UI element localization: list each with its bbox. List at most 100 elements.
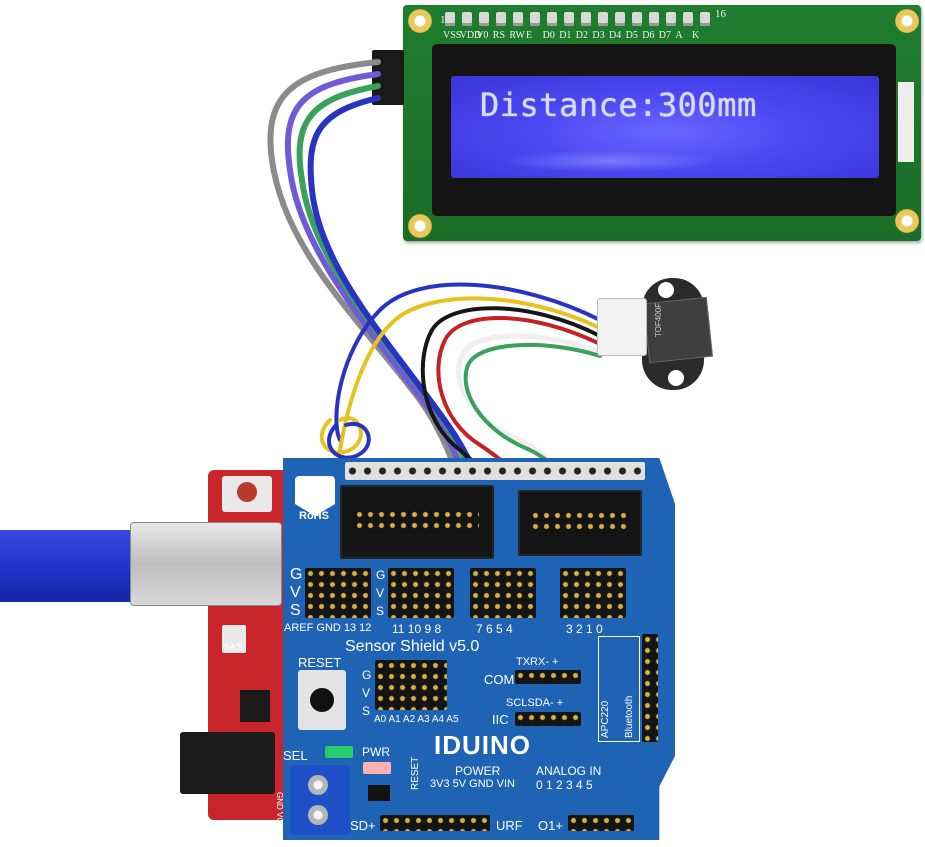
wire-sensor-blue: [334, 282, 602, 442]
digital-labels-7654: 7 6 5 4: [476, 622, 513, 636]
arduino-reset-cap: [237, 482, 257, 502]
txrx-header[interactable]: [515, 670, 581, 684]
lcd-pin-label: V0: [476, 30, 489, 41]
wire-blue-loop: [327, 421, 371, 460]
digital-labels-mid: 11 10 9 8: [392, 622, 442, 636]
o1-plus-label: O1+: [538, 818, 563, 833]
analog-header-label: ANALOG IN: [536, 764, 602, 778]
lcd-pin-label: VSS: [443, 30, 462, 41]
idc-connector-left: [340, 485, 494, 559]
gnd-label: GND: [275, 792, 284, 810]
lcd-pin-label: D6: [642, 30, 655, 41]
gvs-label-s2: S: [376, 604, 385, 618]
bluetooth-header[interactable]: [642, 634, 658, 742]
fuse-label: 5A5: [224, 643, 242, 653]
digital-pin-block-3[interactable]: [470, 568, 536, 618]
power-header[interactable]: [380, 815, 490, 831]
lcd-header-pins: [445, 12, 713, 28]
lcd-display-text: Distance:300mm: [480, 86, 757, 124]
shield-reset-cap: [310, 688, 334, 712]
apc220-label: APC220: [600, 700, 611, 738]
shield-brand: IDUINO: [434, 730, 531, 760]
shield-top-header: [345, 462, 645, 480]
analog-header[interactable]: [568, 815, 634, 831]
usb-cable: [0, 530, 150, 602]
analog-pin-block[interactable]: [375, 660, 447, 710]
iic-label: IIC: [492, 712, 509, 727]
lcd-pin-label: D7: [658, 30, 672, 41]
lcd-pin-label: A: [675, 30, 683, 41]
reset-vertical-label: RESET: [410, 756, 421, 790]
tof-sensor-label: TOF400F: [654, 303, 663, 338]
usb-plug: [130, 522, 282, 606]
analog-gvs-s: S: [362, 704, 371, 718]
tof-mount-hole: [658, 282, 674, 298]
lcd-pin-label: D3: [592, 30, 605, 41]
power-header-label: POWER: [455, 764, 501, 778]
analog-pins-label: 0 1 2 3 4 5: [536, 778, 593, 792]
lcd-pin-label: RS: [492, 30, 506, 41]
mounting-hole: [895, 9, 919, 33]
analog-gvs-g: G: [362, 668, 372, 682]
gvs-label-v2: V: [376, 586, 385, 600]
lcd-pin-label: D2: [575, 30, 589, 41]
digital-pin-block-2[interactable]: [388, 568, 454, 618]
mounting-hole: [408, 9, 432, 33]
sel-jumper[interactable]: [325, 746, 353, 758]
screw-icon: [308, 805, 328, 825]
sd-plus-label: SD+: [350, 818, 376, 833]
analog-labels: A0 A1 A2 A3 A4 A5: [374, 714, 459, 725]
wire-yellow-loop: [319, 416, 363, 455]
lcd-pin-label: D4: [609, 30, 622, 41]
pwr-label: PWR: [362, 745, 390, 759]
lcd-pin-label: D1: [559, 30, 572, 41]
lcd-pin-label: D5: [625, 30, 638, 41]
rohs-label: RoHS: [299, 510, 329, 522]
analog-gvs-v: V: [362, 686, 371, 700]
scl-sda-label: SCLSDA- +: [506, 697, 564, 709]
gvs-label-g: G: [290, 566, 303, 583]
lcd-pin-label: K: [692, 30, 700, 41]
mounting-hole: [895, 209, 919, 233]
digital-pin-block-4[interactable]: [560, 568, 626, 618]
lcd-pin-label: E: [526, 30, 533, 41]
tof-mount-hole: [668, 370, 684, 386]
lcd-backlight-glow: [500, 150, 720, 172]
wire-sensor-yellow: [338, 296, 602, 452]
shield-title: Sensor Shield v5.0: [345, 638, 480, 655]
txrx-label: TXRX- +: [516, 656, 559, 668]
lcd-pin-first-number: 1: [440, 14, 446, 26]
fuse: [222, 625, 246, 653]
lcd-pin-label: D0: [542, 30, 555, 41]
reset-label: RESET: [298, 655, 342, 670]
bluetooth-label: Bluetooth: [624, 695, 635, 738]
digital-labels-right: 3 2 1 0: [566, 622, 603, 636]
mounting-hole: [408, 214, 432, 238]
digital-labels-left: AREF GND 13 12: [284, 622, 372, 634]
tof-sensor-connector: [597, 298, 647, 356]
voltage-regulator: [240, 690, 270, 722]
vcc-label: VCC: [275, 812, 284, 829]
pwr-led: [363, 762, 391, 774]
apc220-outline: [598, 636, 640, 742]
gvs-label-g2: G: [376, 568, 386, 582]
com-label: COM: [484, 672, 515, 687]
lcd-pin-label: RW: [509, 30, 525, 41]
smd-component: [368, 785, 390, 801]
screw-terminal: [290, 765, 350, 835]
digital-pin-block-1[interactable]: [305, 568, 371, 618]
power-pins-label: 3V3 5V GND VIN: [430, 778, 515, 790]
lcd-pin-last-number: 16: [715, 8, 726, 20]
urf-label: URF: [496, 818, 523, 833]
gvs-label-v: V: [290, 584, 301, 601]
sel-label: SEL: [283, 748, 308, 763]
gvs-label-s: S: [290, 602, 301, 619]
iic-header[interactable]: [515, 712, 581, 726]
dc-power-jack: [180, 732, 275, 794]
screw-icon: [308, 775, 328, 795]
idc-connector-right: [518, 490, 642, 556]
lcd-side-tab: [898, 82, 914, 162]
lcd-pin-label: VDD: [459, 30, 482, 41]
